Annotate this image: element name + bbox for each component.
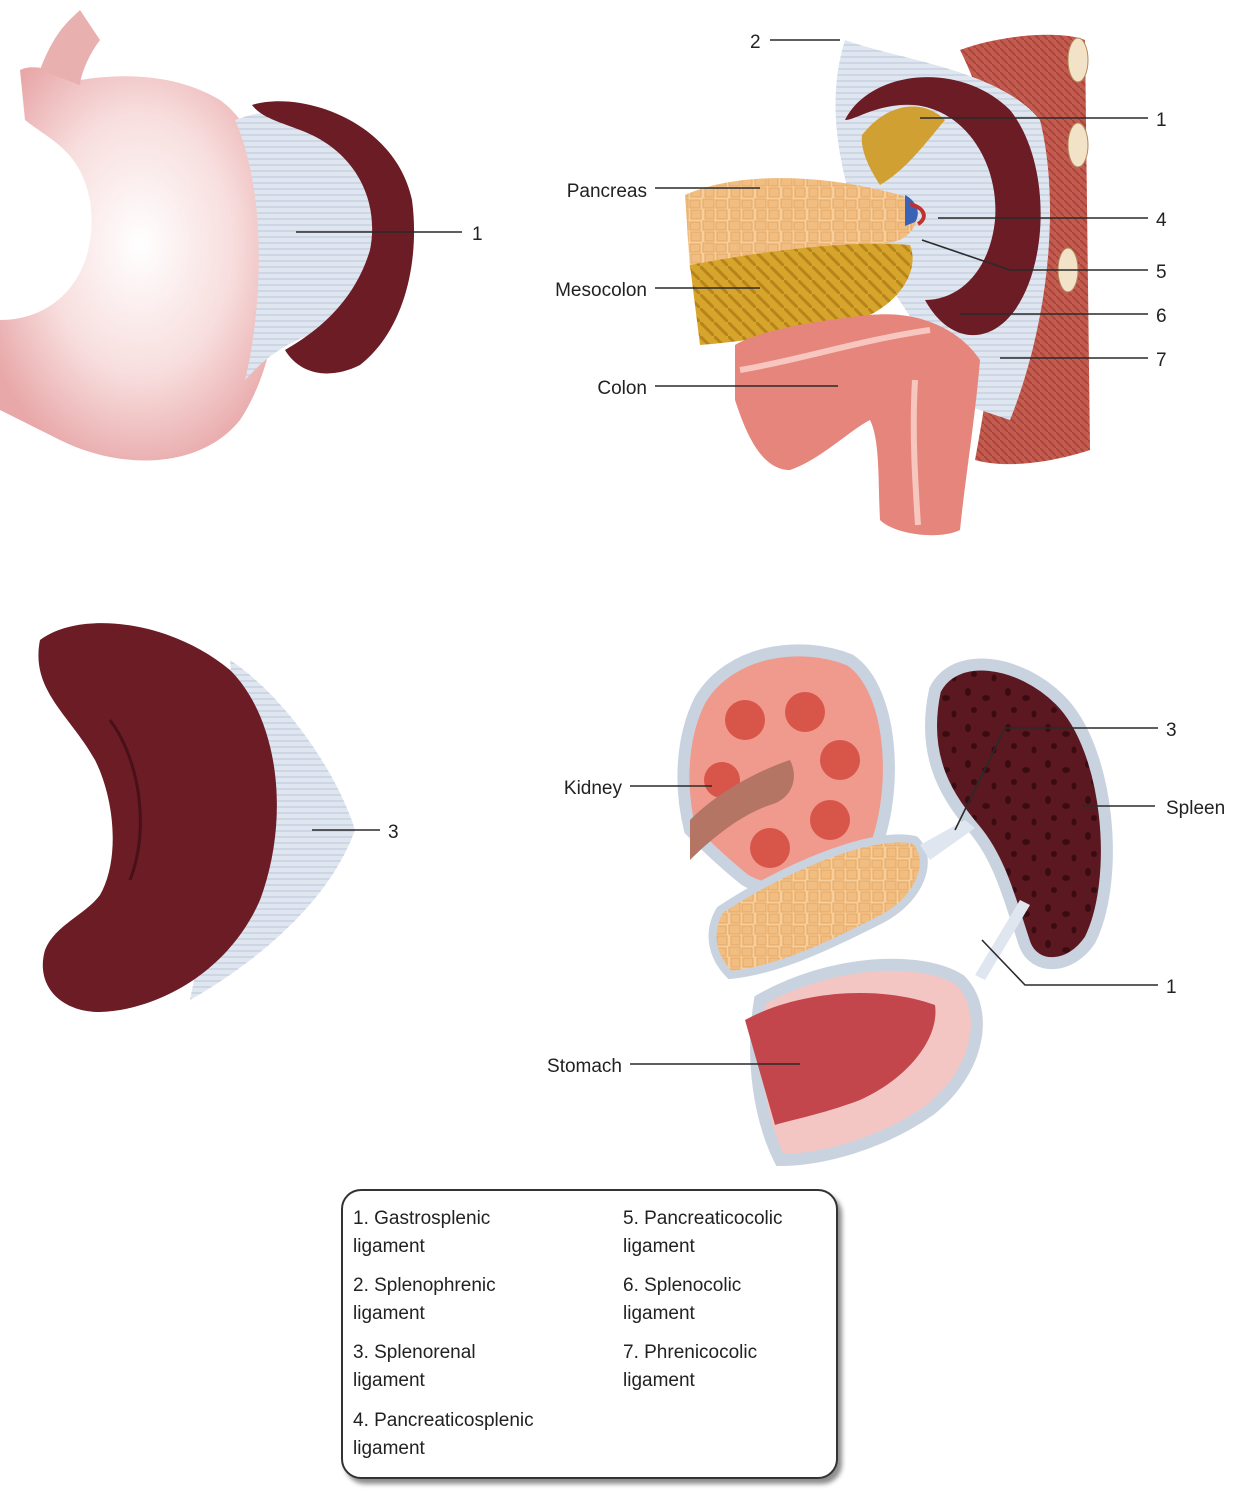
label-6: 6 (1156, 306, 1167, 327)
legend-item: 1. Gastrosplenic ligament (353, 1205, 490, 1261)
top-right-panel: 2 1 4 5 6 7 Pancreas Mesocolon Colon (555, 32, 1167, 535)
top-left-panel: 1 (0, 10, 483, 460)
label-mesocolon: Mesocolon (555, 280, 647, 301)
bottom-right-panel: 3 Spleen 1 Kidney Stomach (547, 650, 1225, 1160)
label-pancreas: Pancreas (567, 181, 647, 202)
legend-item: 3. Splenorenal ligament (353, 1339, 476, 1395)
label-1: 1 (1156, 110, 1167, 131)
label-3: 3 (388, 822, 399, 843)
label-kidney: Kidney (564, 778, 623, 799)
label-4: 4 (1156, 210, 1167, 231)
legend-item: 2. Splenophrenic ligament (353, 1272, 496, 1328)
label-1: 1 (1166, 977, 1177, 998)
label-spleen: Spleen (1166, 798, 1225, 819)
legend-item: 7. Phrenicocolic ligament (623, 1339, 757, 1395)
legend-item: 4. Pancreaticosplenic ligament (353, 1407, 534, 1463)
stomach-illustration (0, 67, 279, 460)
colon-illustration (735, 314, 980, 535)
legend-item: 6. Splenocolic ligament (623, 1272, 741, 1328)
label-stomach: Stomach (547, 1056, 622, 1077)
label-5: 5 (1156, 262, 1167, 283)
label-7: 7 (1156, 350, 1167, 371)
bottom-left-panel: 3 (38, 623, 398, 1012)
legend-box: 1. Gastrosplenic ligament 2. Splenophren… (341, 1189, 838, 1479)
label-3: 3 (1166, 720, 1177, 741)
label-colon: Colon (597, 378, 647, 399)
legend-item: 5. Pancreaticocolic ligament (623, 1205, 782, 1261)
label-2: 2 (750, 32, 761, 53)
label-1: 1 (472, 224, 483, 245)
